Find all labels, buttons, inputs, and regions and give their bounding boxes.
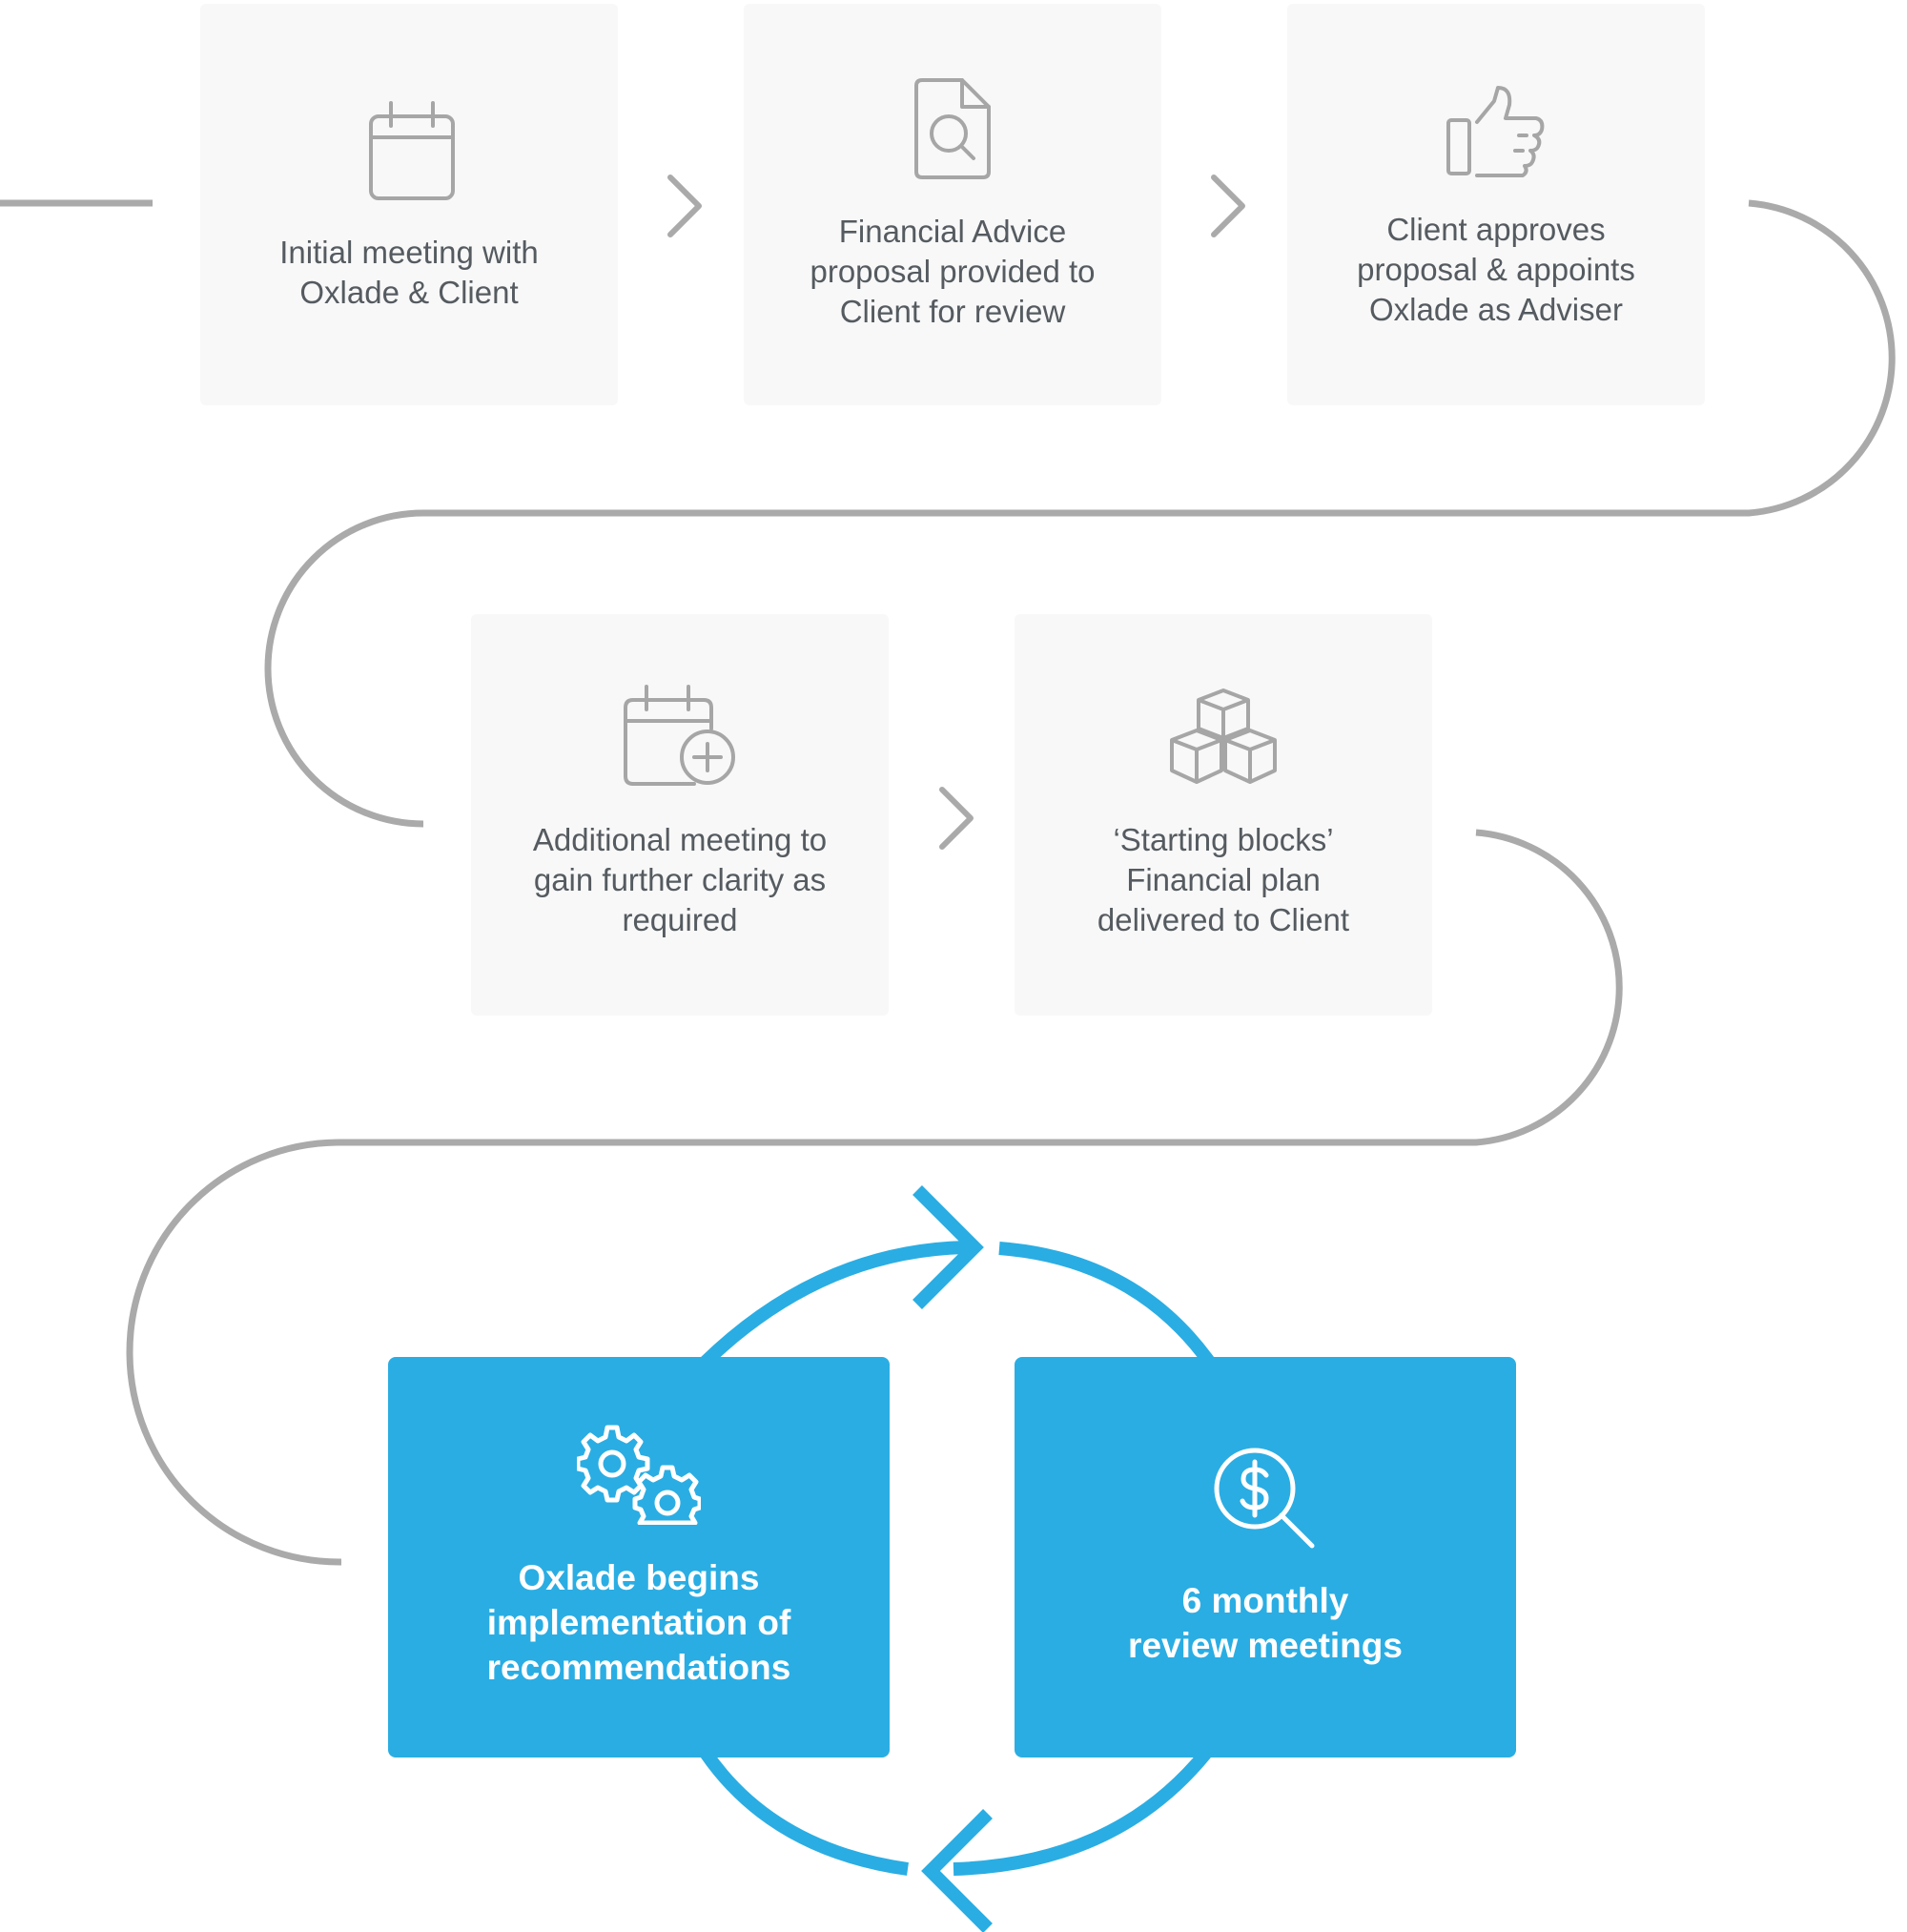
- dollar-search-icon: [1214, 1448, 1315, 1549]
- cycle-arc-bottom-left: [700, 1749, 909, 1876]
- step-card-client-approves: Client approves proposal & appoints Oxla…: [1287, 4, 1705, 405]
- chevron-right-icon: [667, 175, 702, 237]
- blocks-icon: [1170, 689, 1277, 784]
- step-card-starting-blocks: ‘Starting blocks’ Financial plan deliver…: [1015, 614, 1432, 1016]
- cycle-card-implementation: Oxlade begins implementation of recommen…: [388, 1357, 890, 1757]
- cycle-arc-bottom-right: [953, 1748, 1212, 1876]
- calendar-icon: [369, 101, 455, 200]
- cycle-arc-top-right: [998, 1242, 1215, 1367]
- cycle-arrowhead-left-icon: [921, 1809, 993, 1932]
- cycle-label: Oxlade begins implementation of recommen…: [486, 1558, 791, 1687]
- step-card-advice-proposal: Financial Advice proposal provided to Cl…: [744, 4, 1161, 405]
- chevron-right-icon: [1211, 175, 1245, 237]
- gears-icon: [577, 1425, 701, 1525]
- thumbs-up-icon: [1446, 86, 1545, 177]
- step-label: Financial Advice proposal provided to Cl…: [810, 214, 1096, 329]
- cycle-arc-top-left: [701, 1241, 966, 1367]
- document-search-icon: [914, 78, 991, 179]
- calendar-add-icon: [624, 685, 735, 786]
- connector-curve-right-2: [338, 829, 1623, 1146]
- cycle-label: 6 monthly review meetings: [1128, 1581, 1403, 1665]
- step-label: ‘Starting blocks’ Financial plan deliver…: [1097, 822, 1350, 937]
- chevron-right-icon: [939, 787, 974, 850]
- step-card-additional-meeting: Additional meeting to gain further clari…: [471, 614, 889, 1016]
- cycle-card-review-meetings: 6 monthly review meetings: [1015, 1357, 1516, 1757]
- connector-curve-left-1: [264, 509, 424, 828]
- step-label: Additional meeting to gain further clari…: [532, 822, 828, 937]
- connector-curve-right-1: [423, 199, 1896, 517]
- connector-curve-left-2: [126, 1139, 342, 1566]
- cycle-arrowhead-right-icon: [912, 1185, 984, 1309]
- step-label: Initial meeting with Oxlade & Client: [279, 235, 539, 310]
- step-card-initial-meeting: Initial meeting with Oxlade & Client: [200, 4, 618, 405]
- step-label: Client approves proposal & appoints Oxla…: [1357, 212, 1635, 327]
